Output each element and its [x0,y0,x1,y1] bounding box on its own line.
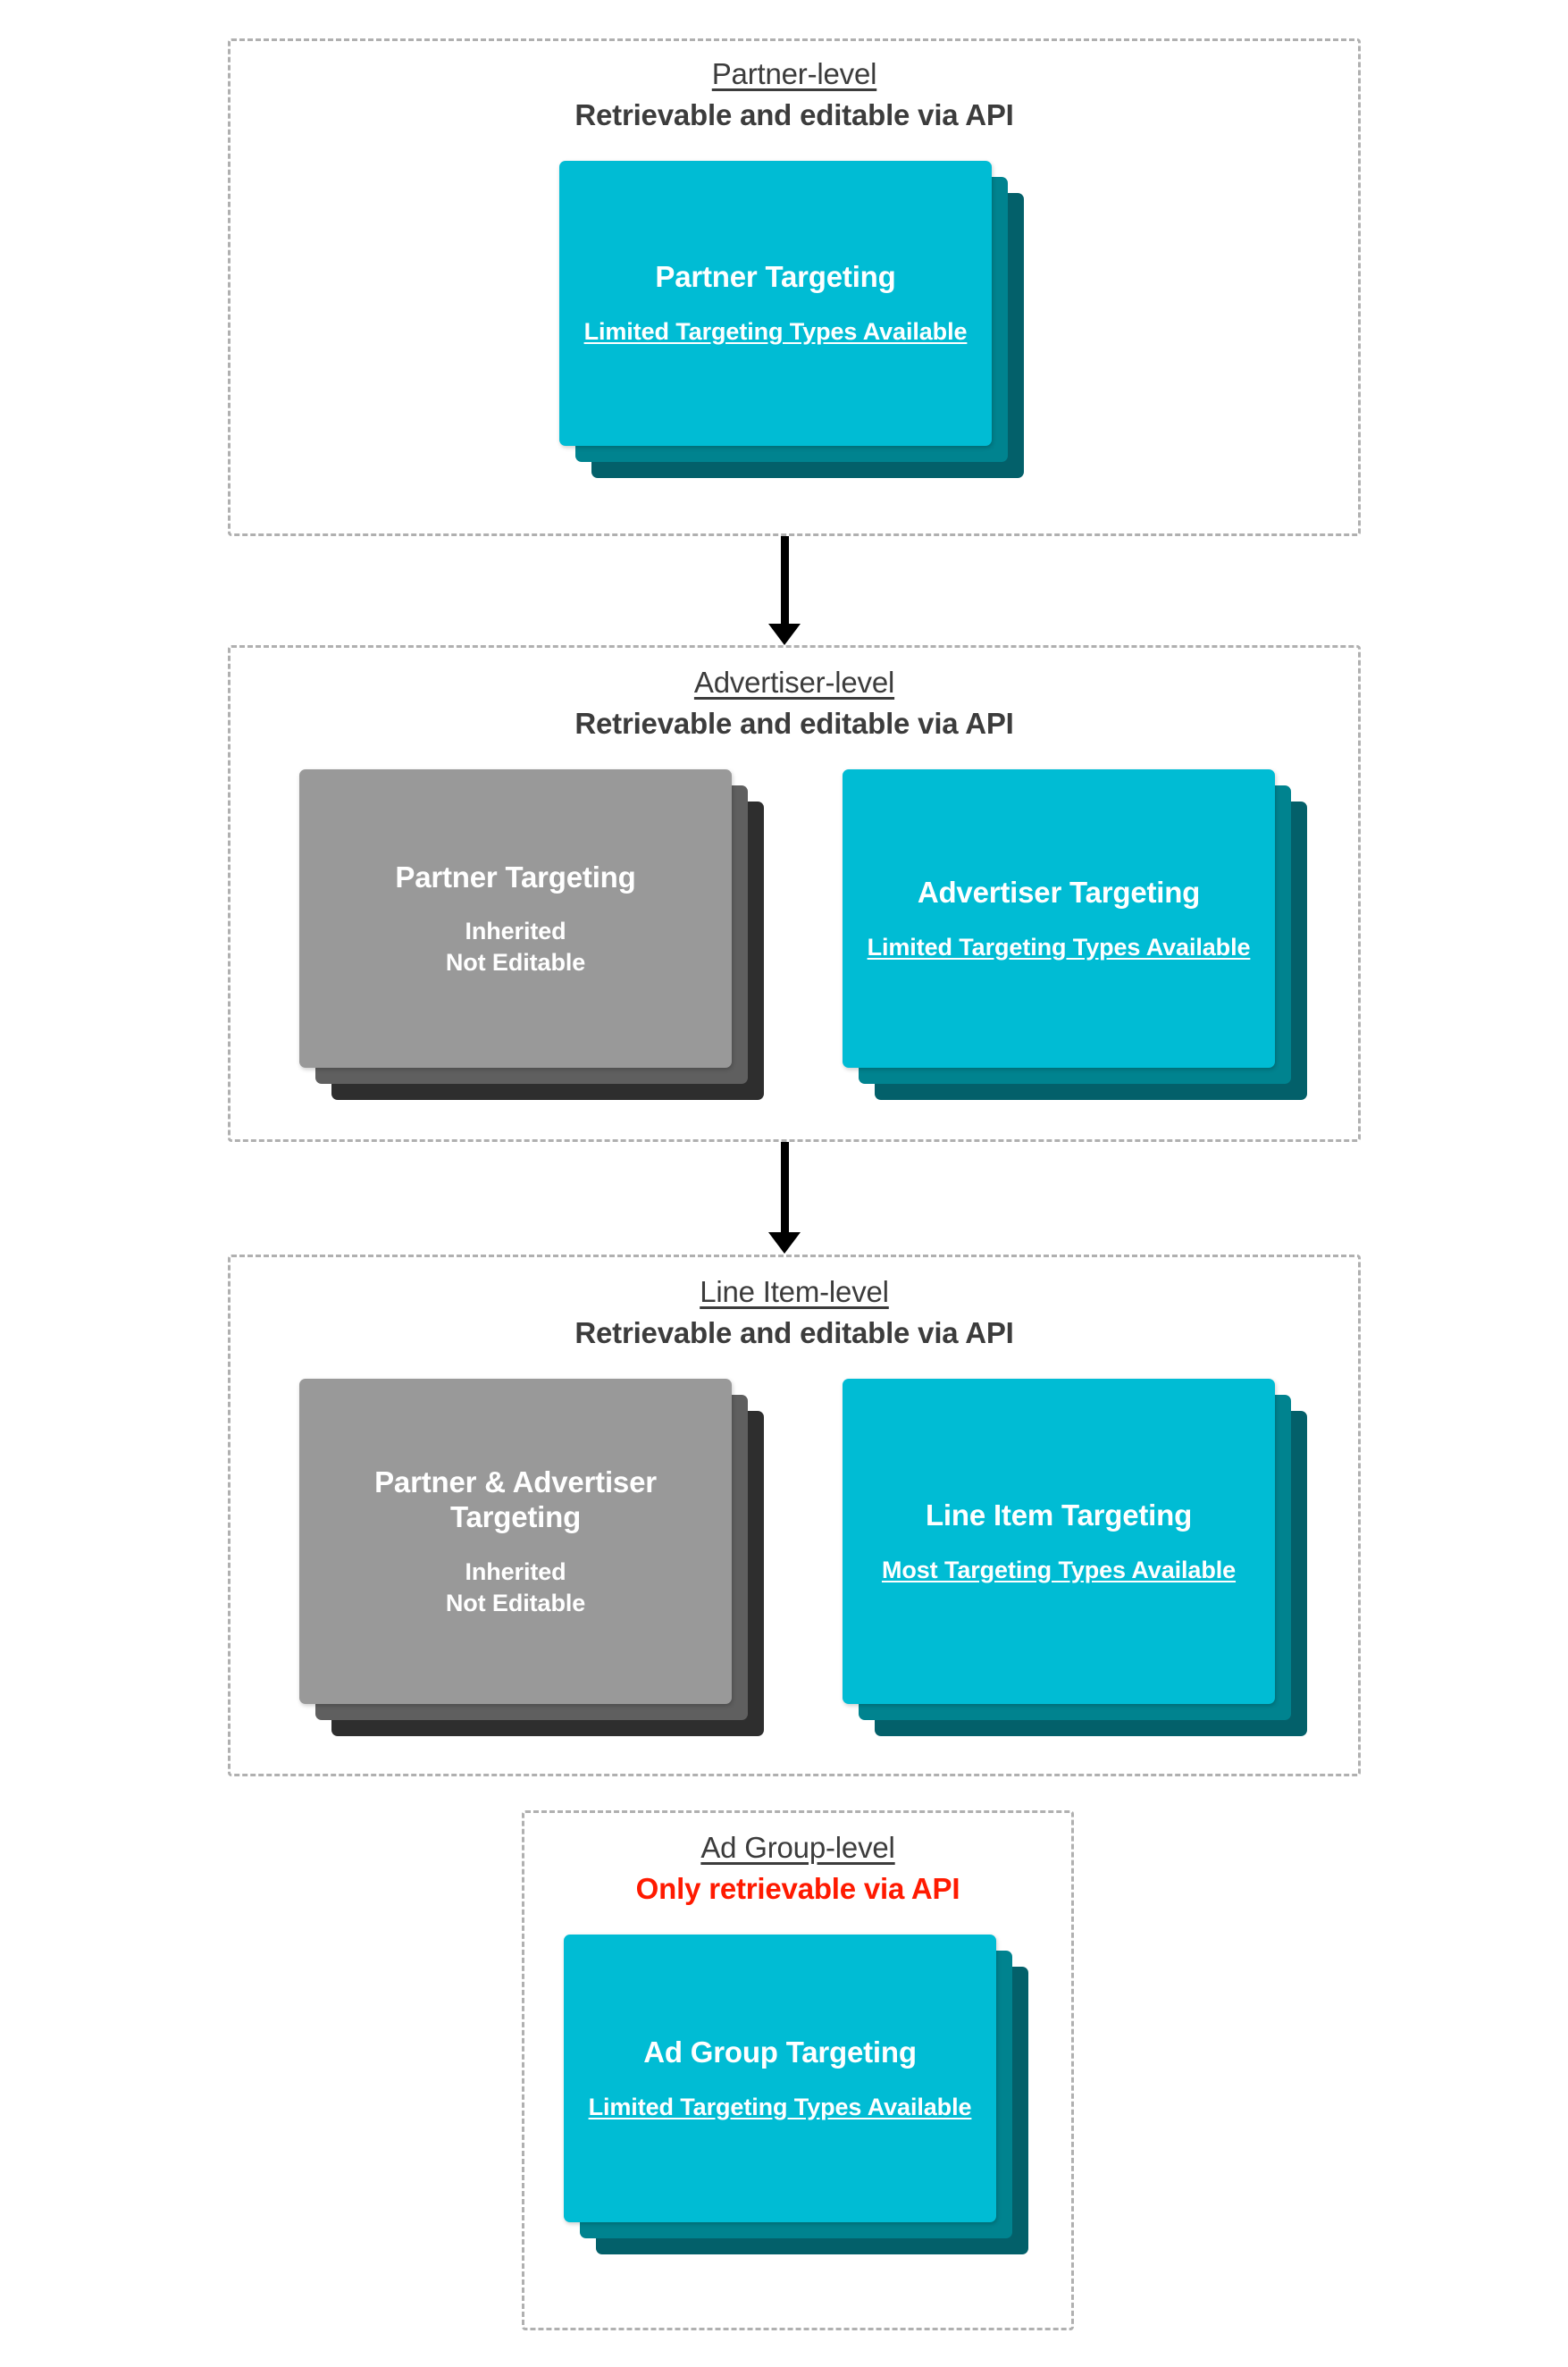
connector-arrowhead [768,624,801,645]
level-title: Ad Group-level [700,1831,895,1864]
card-face-line-item-targeting[interactable]: Line Item Targeting Most Targeting Types… [843,1379,1275,1704]
level-subtitle: Only retrievable via API [635,1871,960,1905]
card-note[interactable]: Most Targeting Types Available [881,1556,1237,1583]
card-stack-ad-group-targeting[interactable]: Ad Group Targeting Limited Targeting Typ… [564,1935,1028,2254]
connector-shaft [781,536,789,624]
card-title: Advertiser Targeting [917,875,1201,909]
level-container-ad-group: Ad Group-level Only retrievable via API … [522,1810,1074,2330]
card-stack-partner-advertiser-targeting-inherited[interactable]: Partner & Advertiser Targeting Inherited… [299,1379,764,1736]
card-stack-partner-targeting-inherited[interactable]: Partner Targeting Inherited Not Editable [299,769,764,1100]
card-title: Partner Targeting [395,860,636,894]
card-stack-partner-targeting[interactable]: Partner Targeting Limited Targeting Type… [559,161,1024,478]
card-title: Partner & Advertiser Targeting [374,1465,657,1534]
level-title: Advertiser-level [693,666,895,699]
level-header-advertiser: Advertiser-level Retrievable and editabl… [231,666,1358,742]
card-face-partner-targeting-inherited[interactable]: Partner Targeting Inherited Not Editable [299,769,732,1068]
level-container-advertiser: Advertiser-level Retrievable and editabl… [228,645,1361,1142]
level-header-partner: Partner-level Retrievable and editable v… [231,57,1358,133]
card-note[interactable]: Limited Targeting Types Available [583,318,968,346]
level-subtitle: Retrievable and editable via API [574,706,1014,740]
level-header-line-item: Line Item-level Retrievable and editable… [231,1275,1358,1351]
level-title: Partner-level [711,57,877,90]
card-title: Line Item Targeting [925,1498,1193,1532]
level-header-ad-group: Ad Group-level Only retrievable via API [524,1831,1071,1907]
level-container-partner: Partner-level Retrievable and editable v… [228,38,1361,536]
connector-partner-to-advertiser [768,536,801,645]
card-title: Partner Targeting [655,260,896,294]
level-subtitle: Retrievable and editable via API [574,1315,1014,1349]
connector-shaft [781,1142,789,1232]
card-note: Inherited Not Editable [445,1558,586,1616]
connector-advertiser-to-line-item [768,1142,801,1254]
level-container-line-item: Line Item-level Retrievable and editable… [228,1255,1361,1776]
card-face-partner-advertiser-targeting-inherited[interactable]: Partner & Advertiser Targeting Inherited… [299,1379,732,1704]
card-face-partner-targeting[interactable]: Partner Targeting Limited Targeting Type… [559,161,992,446]
level-title: Line Item-level [700,1275,889,1308]
connector-arrowhead [768,1232,801,1254]
card-note[interactable]: Limited Targeting Types Available [867,933,1251,961]
card-face-advertiser-targeting[interactable]: Advertiser Targeting Limited Targeting T… [843,769,1275,1068]
card-title: Ad Group Targeting [643,2035,917,2069]
card-stack-line-item-targeting[interactable]: Line Item Targeting Most Targeting Types… [843,1379,1307,1736]
card-face-ad-group-targeting[interactable]: Ad Group Targeting Limited Targeting Typ… [564,1935,996,2222]
card-stack-advertiser-targeting[interactable]: Advertiser Targeting Limited Targeting T… [843,769,1307,1100]
card-note: Inherited Not Editable [445,918,586,976]
card-note[interactable]: Limited Targeting Types Available [588,2093,972,2120]
level-subtitle: Retrievable and editable via API [574,97,1014,131]
